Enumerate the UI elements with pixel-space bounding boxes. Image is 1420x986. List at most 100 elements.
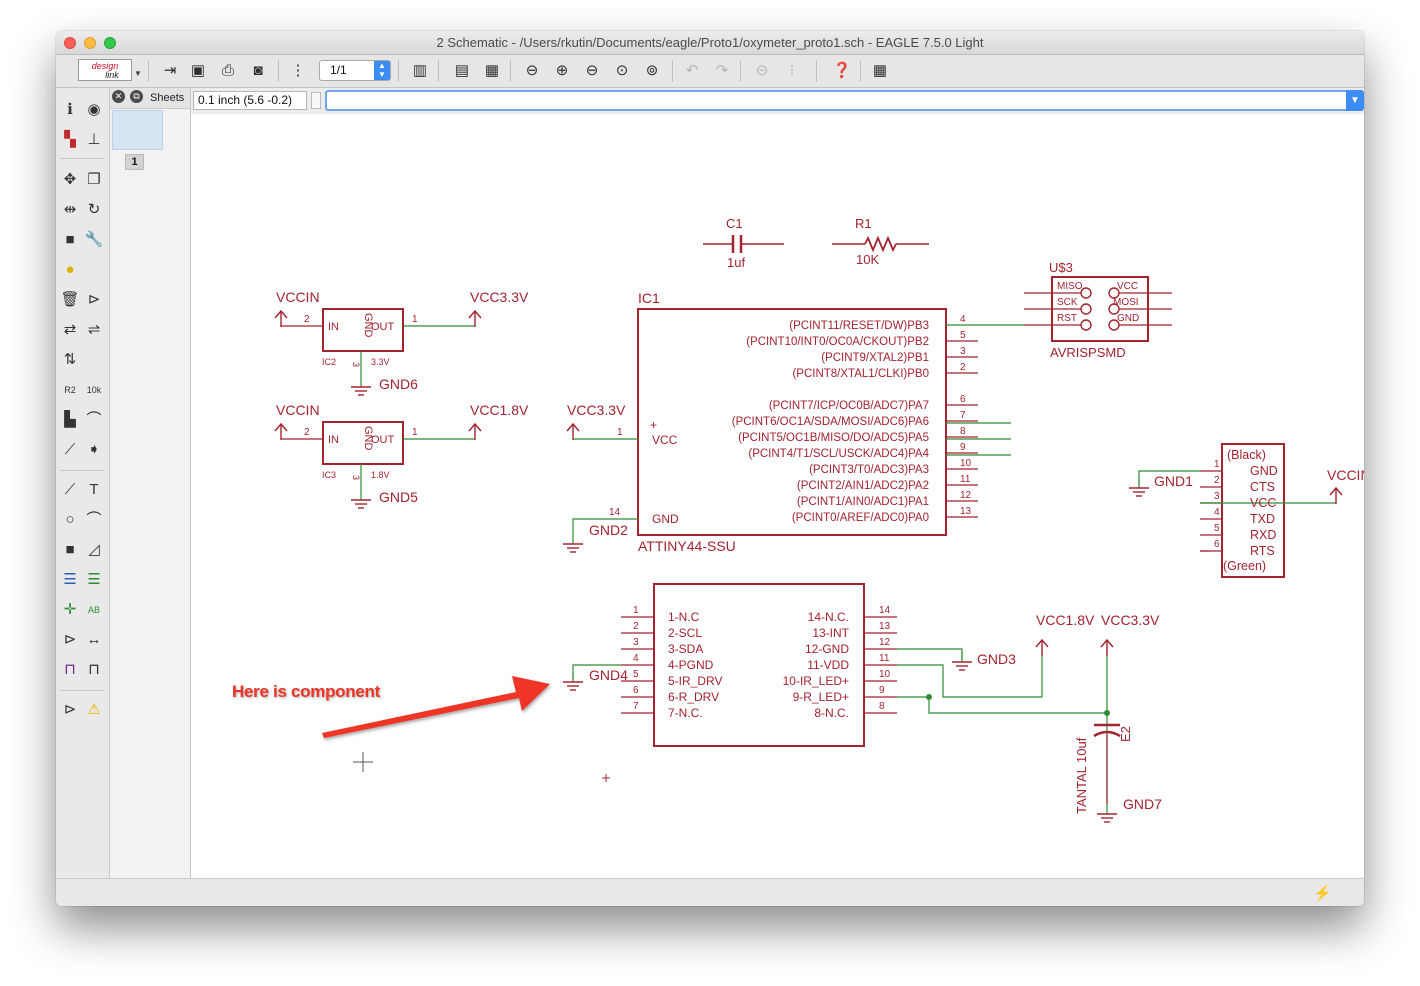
mirror-icon[interactable]: ⇹ <box>63 201 77 218</box>
replace-icon[interactable]: ⇌ <box>87 321 101 338</box>
go-icon[interactable]: ⁝ <box>789 62 795 79</box>
close-window-button[interactable] <box>64 37 76 49</box>
toolbar-divider <box>60 690 104 691</box>
regulator-ic3[interactable]: VCCIN VCC1.8V IN OUT GND 2 1 3 IC3 1.8V … <box>274 402 529 509</box>
redo-icon[interactable]: ↷ <box>715 62 729 79</box>
errors-warning-icon[interactable]: ⚠ <box>87 701 101 718</box>
us3-pin-vcc: VCC <box>1117 281 1138 292</box>
value-icon[interactable]: 10k <box>86 385 102 395</box>
sheet-stepper-icon[interactable]: ⋮ <box>290 62 306 79</box>
lightning-icon[interactable]: ⚡ <box>1313 885 1332 902</box>
chevron-down-icon[interactable]: ▼ <box>1346 90 1364 111</box>
grid-icon[interactable]: ▦ <box>872 62 888 79</box>
print-icon[interactable]: ⎙ <box>221 62 234 79</box>
text-icon[interactable]: T <box>89 481 99 498</box>
sheet-thumbnail[interactable] <box>112 110 163 150</box>
copy-icon[interactable]: ❐ <box>87 171 101 188</box>
ftdi-pin-cts: CTS <box>1250 480 1275 494</box>
ic1-supply: VCC3.3V <box>567 402 626 418</box>
move-icon[interactable]: ✥ <box>63 171 77 188</box>
add-part-icon[interactable]: ⊳ <box>87 291 101 308</box>
float-panel-icon[interactable]: ⧉ <box>130 90 143 103</box>
library-icon[interactable]: ▦ <box>484 62 500 79</box>
isp-header-us3[interactable]: MISO SCK RST VCC MOSI GND U$3 AVRISPSMD <box>1024 260 1172 360</box>
label-icon[interactable]: AB <box>87 605 100 615</box>
zoom-in-icon[interactable]: ⊕ <box>555 62 569 79</box>
junction-icon[interactable]: ✛ <box>63 601 77 618</box>
designlink-logo-button[interactable]: design link <box>78 59 132 81</box>
invoke-icon[interactable]: ➧ <box>87 441 101 458</box>
erc-icon[interactable]: ⊳ <box>63 701 77 718</box>
logo-line2: link <box>105 70 119 80</box>
page-selector[interactable]: 1/1 ▲▼ <box>319 60 391 81</box>
ic1-pin-num-2: 2 <box>960 362 966 373</box>
frame-icon[interactable]: ⊓ <box>64 661 76 678</box>
cam-processor-icon[interactable]: ◙ <box>253 62 263 79</box>
command-history-button[interactable] <box>311 92 321 109</box>
wire-icon[interactable]: ⟋ <box>64 481 76 498</box>
arc-icon[interactable]: ⌒ <box>86 511 102 528</box>
zoom-area-icon[interactable]: ⊚ <box>645 62 659 79</box>
help-icon[interactable]: ❓ <box>832 62 852 79</box>
zoom-redraw-icon[interactable]: ⊙ <box>615 62 629 79</box>
regulator-ic2[interactable]: VCCIN VCC3.3V IN OUT GND 2 1 3 IC2 3.3V … <box>274 289 529 396</box>
ic3-pin-gnd: 3 <box>351 475 361 480</box>
sheet-number[interactable]: 1 <box>125 154 144 170</box>
circle-icon[interactable]: ○ <box>65 511 75 528</box>
minimize-window-button[interactable] <box>84 37 96 49</box>
dimension-icon[interactable]: ↔ <box>86 631 102 648</box>
sensor-pin-num-8: 8 <box>879 701 885 712</box>
rectangle-icon[interactable]: ■ <box>65 541 75 558</box>
stepper-icon[interactable]: ▲▼ <box>374 61 390 80</box>
split-icon[interactable]: ⟋ <box>64 441 76 458</box>
status-bar: ⚡ <box>56 878 1364 906</box>
open-icon[interactable]: ⇥ <box>163 62 177 79</box>
group-icon[interactable]: ■ <box>65 231 75 248</box>
net-icon[interactable]: ☰ <box>87 571 101 588</box>
info-icon[interactable]: ℹ <box>67 101 73 118</box>
zoom-out-icon[interactable]: ⊖ <box>585 62 599 79</box>
sensor-pin-label-6: 6-R_DRV <box>668 690 719 704</box>
smash-icon[interactable]: ▙ <box>64 411 76 428</box>
layer-display-icon[interactable]: ▚ <box>64 131 76 148</box>
crosshair-cursor-icon <box>353 752 373 772</box>
schematic-drawing[interactable]: C1 1uf R1 10K <box>191 114 1364 878</box>
sensor-component[interactable]: 1-N.C 2-SCL 3-SDA 4-PGND 5-IR_DRV 6-R_DR… <box>562 583 1160 804</box>
polygon-icon[interactable]: ◿ <box>88 541 100 558</box>
ic2-supply-out: VCC3.3V <box>470 289 529 305</box>
change-wrench-icon[interactable]: 🔧 <box>84 231 104 248</box>
command-input[interactable] <box>325 90 1362 111</box>
pinswap-icon[interactable]: ⇄ <box>63 321 77 338</box>
delete-trash-icon[interactable]: 🗑 <box>60 291 80 308</box>
save-icon[interactable]: ▣ <box>190 62 206 79</box>
stop-icon[interactable]: ⊝ <box>755 62 769 79</box>
script-icon[interactable]: ▥ <box>412 62 428 79</box>
zoom-fit-icon[interactable]: ⊖ <box>525 62 539 79</box>
undo-icon[interactable]: ↶ <box>685 62 699 79</box>
chevron-down-icon[interactable]: ▼ <box>134 69 142 78</box>
close-icon[interactable]: ✕ <box>112 90 125 103</box>
capacitor-c1[interactable]: C1 1uf <box>703 216 784 270</box>
show-eye-icon[interactable]: ◉ <box>87 101 101 118</box>
rotate-icon[interactable]: ↻ <box>87 201 101 218</box>
miter-icon[interactable]: ⌒ <box>86 411 102 428</box>
mark-icon[interactable]: ⊥ <box>87 131 101 148</box>
sensor-pin-num-3: 3 <box>633 637 639 648</box>
capacitor-e2[interactable]: E2 TANTAL 10uf GND7 <box>1074 723 1162 823</box>
bus-icon[interactable]: ☰ <box>63 571 77 588</box>
zoom-window-button[interactable] <box>104 37 116 49</box>
r1-value: 10K <box>856 252 879 267</box>
gateswap-icon[interactable]: ⇅ <box>63 351 77 368</box>
modules-icon[interactable]: ⊓ <box>88 661 100 678</box>
resistor-r1[interactable]: R1 10K <box>832 216 929 267</box>
name-icon[interactable]: R2 <box>64 385 76 395</box>
schematic-canvas[interactable]: C1 1uf R1 10K <box>191 114 1364 878</box>
ftdi-header[interactable]: 1 2 3 4 5 6 (Black) GND CTS VCC TXD RXD … <box>1128 443 1364 578</box>
sensor-pin-num-14: 14 <box>879 605 891 616</box>
logo-line1: design <box>91 61 119 71</box>
board-switch-icon[interactable]: ▤ <box>454 62 470 79</box>
microcontroller-ic1[interactable]: VCC3.3V 1 + VCC 14 GND GND2 IC1 ATTINY44… <box>562 290 1024 554</box>
sensor-pin-label-9: 9-R_LED+ <box>793 690 849 704</box>
attribute-icon[interactable]: ⊳ <box>63 631 77 648</box>
paste-icon[interactable]: ● <box>65 261 75 278</box>
